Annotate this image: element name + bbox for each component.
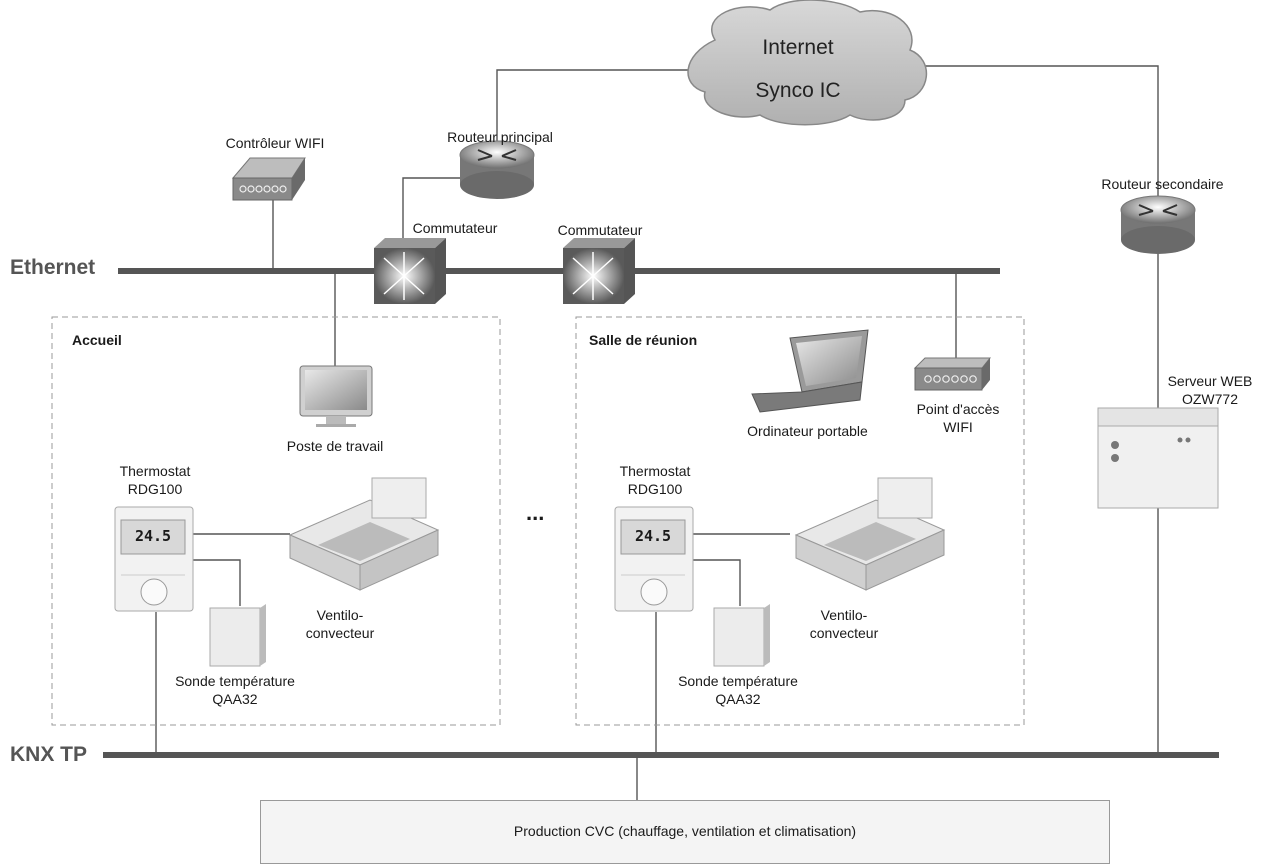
thermostat-label-2: Thermostat	[619, 463, 691, 479]
zone-title-reception: Accueil	[72, 332, 122, 348]
access-point-label-1: Point d'accès	[916, 401, 1000, 417]
web-server-icon	[1097, 407, 1219, 509]
cloud-label-synco: Synco IC	[755, 79, 841, 102]
thermostat-display-1: 24.5	[134, 527, 172, 545]
switch-icon	[374, 238, 446, 304]
switch-label-1: Commutateur	[412, 220, 498, 236]
cloud-icon	[687, 0, 927, 126]
switch-icon	[563, 238, 635, 304]
thermostat-label-1: Thermostat	[119, 463, 191, 479]
fancoil-icon	[794, 477, 946, 591]
router-icon	[1120, 195, 1196, 254]
sensor-model-1: QAA32	[212, 691, 258, 707]
fancoil-label-1a: Ventilo-	[316, 607, 364, 623]
thermostat-display-2: 24.5	[634, 527, 672, 545]
hvac-production-box: Production CVC (chauffage, ventilation e…	[260, 800, 1110, 864]
knx-bus	[103, 752, 1219, 758]
thermostat-icon	[114, 506, 194, 612]
sensor-label-2: Sonde température	[678, 673, 798, 689]
monitor-icon	[299, 365, 373, 427]
workstation-label: Poste de travail	[286, 438, 384, 454]
wifi-controller-label: Contrôleur WIFI	[225, 135, 325, 151]
sensor-label-1: Sonde température	[175, 673, 295, 689]
fancoil-label-2b: convecteur	[809, 625, 879, 641]
laptop-icon	[751, 329, 869, 413]
more-rooms-ellipsis: ...	[526, 500, 545, 525]
access-point-icon	[913, 357, 992, 391]
laptop-label: Ordinateur portable	[747, 423, 868, 439]
fancoil-label-2a: Ventilo-	[820, 607, 868, 623]
zone-reception	[51, 316, 501, 726]
hvac-production-label: Production CVC (chauffage, ventilation e…	[513, 823, 857, 839]
fancoil-icon	[288, 477, 440, 591]
access-point-label-2: WIFI	[943, 419, 973, 435]
zone-title-meeting: Salle de réunion	[589, 332, 698, 348]
cloud-label-internet: Internet	[762, 36, 834, 59]
main-router-label: Routeur principal	[447, 129, 553, 145]
knx-label: KNX TP	[10, 743, 88, 766]
thermostat-model-1: RDG100	[127, 481, 183, 497]
ethernet-label: Ethernet	[10, 256, 96, 279]
wifi-controller-icon	[231, 157, 306, 201]
ethernet-bus	[118, 268, 1000, 274]
thermostat-model-2: RDG100	[627, 481, 683, 497]
thermostat-icon	[614, 506, 694, 612]
web-server-label-1: Serveur WEB	[1167, 373, 1253, 389]
fancoil-label-1b: convecteur	[305, 625, 375, 641]
temperature-sensor-icon	[209, 604, 266, 667]
secondary-router-label: Routeur secondaire	[1101, 176, 1224, 192]
temperature-sensor-icon	[713, 604, 770, 667]
web-server-label-2: OZW772	[1181, 391, 1238, 407]
router-icon	[459, 140, 535, 199]
zone-meeting-room	[575, 316, 1025, 726]
switch-label-2: Commutateur	[557, 222, 643, 238]
sensor-model-2: QAA32	[715, 691, 761, 707]
